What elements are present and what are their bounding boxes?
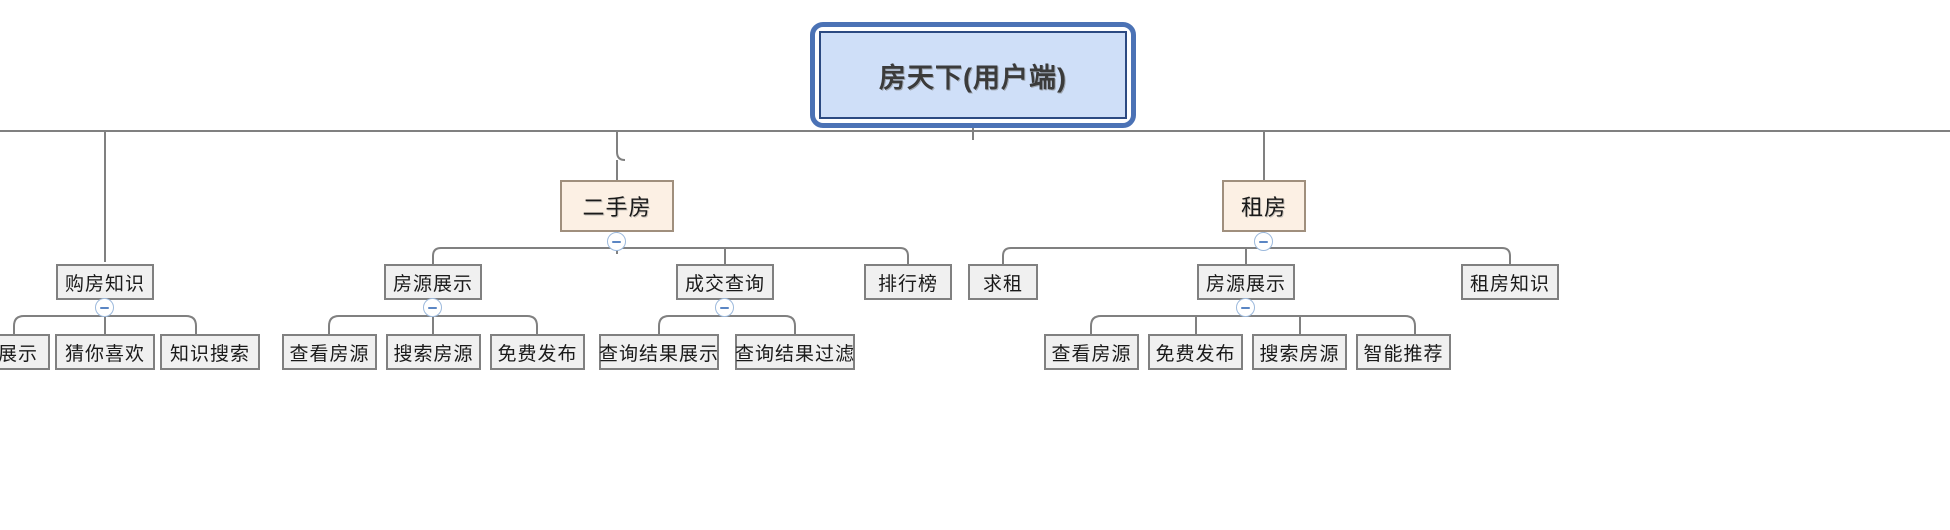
node-ershoufang-chakan-fangyuan[interactable]: 查看房源 bbox=[282, 334, 377, 370]
minus-icon bbox=[612, 240, 621, 243]
collapse-toggle-zufang-fangyuan-zhanshi[interactable] bbox=[1236, 298, 1255, 317]
node-zhishi-sousuo[interactable]: 知识搜索 bbox=[160, 334, 260, 370]
node-label: 搜索房源 bbox=[1259, 343, 1340, 365]
collapse-toggle-ershoufang-fangyuan-zhanshi[interactable] bbox=[423, 298, 442, 317]
node-label: 查看房源 bbox=[289, 343, 370, 365]
node-zufang-sousuo-fangyuan[interactable]: 搜索房源 bbox=[1252, 334, 1347, 370]
node-gouufang-zhishi[interactable]: 购房知识 bbox=[56, 264, 154, 300]
minus-icon bbox=[428, 306, 437, 309]
node-paihangbang[interactable]: 排行榜 bbox=[864, 264, 952, 300]
node-zhineng-tuijian[interactable]: 智能推荐 bbox=[1356, 334, 1451, 370]
node-zufang-chakan-fangyuan[interactable]: 查看房源 bbox=[1044, 334, 1139, 370]
node-label: 免费发布 bbox=[497, 343, 578, 365]
node-chaxun-jieguo-zhanshi[interactable]: 查询结果展示 bbox=[599, 334, 719, 370]
node-label: 房源展示 bbox=[392, 273, 473, 295]
node-label: 智能推荐 bbox=[1363, 343, 1444, 365]
node-label: 知识搜索 bbox=[169, 343, 250, 365]
node-chengjiao-chaxun[interactable]: 成交查询 bbox=[676, 264, 774, 300]
minus-icon bbox=[1241, 306, 1250, 309]
node-label: 查看房源 bbox=[1051, 343, 1132, 365]
node-label: 查询结果展示 bbox=[599, 343, 720, 365]
node-label: 成交查询 bbox=[684, 273, 765, 295]
node-label: 租房 bbox=[1240, 195, 1287, 220]
node-label: 二手房 bbox=[582, 195, 652, 220]
collapse-toggle-zufang[interactable] bbox=[1254, 232, 1273, 251]
node-zhishi-zhanshi-clipped[interactable]: 展示 bbox=[0, 334, 50, 370]
node-label: 搜索房源 bbox=[393, 343, 474, 365]
node-label: 猜你喜欢 bbox=[64, 343, 145, 365]
node-label: 查询结果过滤 bbox=[735, 343, 856, 365]
node-ershoufang-mianfei-fabu[interactable]: 免费发布 bbox=[490, 334, 585, 370]
node-label: 租房知识 bbox=[1469, 273, 1550, 295]
node-ershoufang-fangyuan-zhanshi[interactable]: 房源展示 bbox=[384, 264, 482, 300]
node-zufang[interactable]: 租房 bbox=[1222, 180, 1306, 232]
node-chaxun-jieguo-guolv[interactable]: 查询结果过滤 bbox=[735, 334, 855, 370]
minus-icon bbox=[720, 306, 729, 309]
node-ershoufang[interactable]: 二手房 bbox=[560, 180, 674, 232]
node-label: 免费发布 bbox=[1155, 343, 1236, 365]
node-zufang-mianfei-fabu[interactable]: 免费发布 bbox=[1148, 334, 1243, 370]
collapse-toggle-gouufang-zhishi[interactable] bbox=[95, 298, 114, 317]
node-label: 购房知识 bbox=[64, 273, 145, 295]
node-ershoufang-sousuo-fangyuan[interactable]: 搜索房源 bbox=[386, 334, 481, 370]
node-qiuzu[interactable]: 求租 bbox=[968, 264, 1038, 300]
node-zufang-zhishi[interactable]: 租房知识 bbox=[1461, 264, 1559, 300]
minus-icon bbox=[1259, 240, 1268, 243]
collapse-toggle-chengjiao-chaxun[interactable] bbox=[715, 298, 734, 317]
node-label: 展示 bbox=[0, 343, 38, 365]
node-cainixihuan[interactable]: 猜你喜欢 bbox=[55, 334, 155, 370]
node-label: 排行榜 bbox=[877, 273, 938, 295]
minus-icon bbox=[100, 306, 109, 309]
root-node-label: 房天下(用户端) bbox=[819, 31, 1127, 119]
root-node[interactable]: 房天下(用户端) bbox=[810, 22, 1136, 128]
node-label: 房源展示 bbox=[1205, 273, 1286, 295]
node-zufang-fangyuan-zhanshi[interactable]: 房源展示 bbox=[1197, 264, 1295, 300]
collapse-toggle-ershoufang[interactable] bbox=[607, 232, 626, 251]
node-label: 求租 bbox=[982, 273, 1023, 295]
